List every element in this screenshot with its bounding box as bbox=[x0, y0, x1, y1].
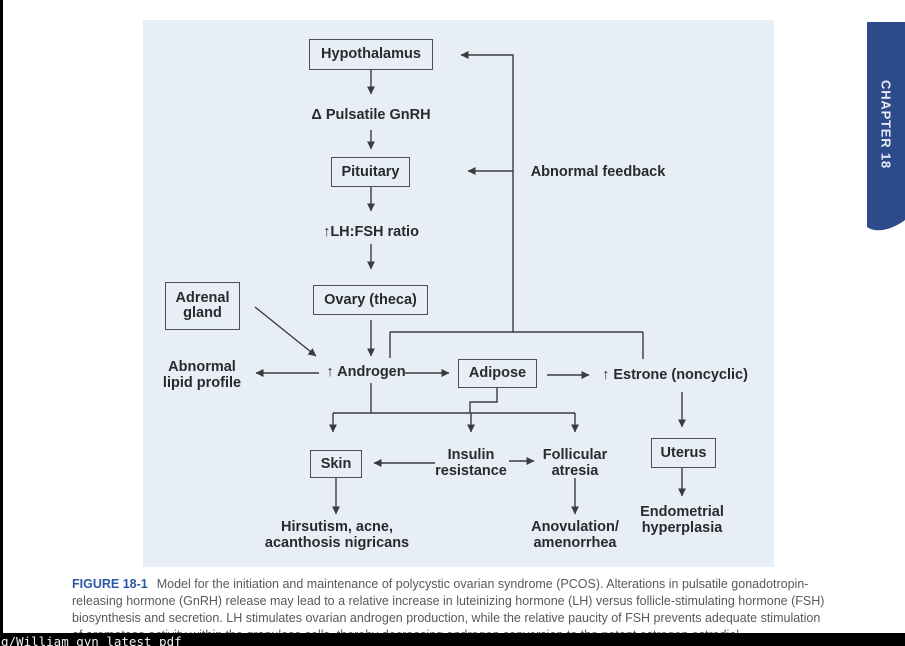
chapter-tab: CHAPTER 18 bbox=[867, 22, 905, 235]
node-skin: Skin bbox=[310, 450, 362, 478]
label-estrone-noncyclic: ↑ Estrone (noncyclic) bbox=[602, 367, 748, 383]
node-ovary-theca: Ovary (theca) bbox=[313, 285, 428, 315]
chapter-tab-ribbon-shape bbox=[867, 22, 905, 231]
status-bar: g/William gyn latest pdf bbox=[0, 633, 905, 646]
node-ovary-theca-label: Ovary (theca) bbox=[324, 291, 417, 308]
flow-arrows-layer bbox=[254, 51, 686, 515]
caption-text-1: Model for the initiation and maintenance… bbox=[156, 577, 809, 591]
label-lh-fsh-ratio: ↑LH:FSH ratio bbox=[323, 224, 419, 240]
chapter-tab-label: CHAPTER 18 bbox=[878, 80, 894, 169]
node-adrenal-gland-label: Adrenal gland bbox=[176, 291, 230, 321]
label-follicular-atresia: Follicular atresia bbox=[542, 447, 608, 479]
insulin-line1: Insulin bbox=[447, 447, 495, 463]
caption-line-3: biosynthesis and secretion. LH stimulate… bbox=[72, 611, 821, 625]
node-adipose-label: Adipose bbox=[468, 365, 527, 381]
figure-caption: FIGURE 18-1 Model for the initiation and … bbox=[72, 576, 844, 633]
endometrial-line1: Endometrial bbox=[640, 504, 724, 520]
node-skin-label: Skin bbox=[320, 455, 352, 472]
adrenal-line2: gland bbox=[183, 305, 222, 321]
label-endometrial-hyperplasia: Endometrial hyperplasia bbox=[640, 504, 724, 536]
figure-number-label: FIGURE 18-1 bbox=[72, 577, 148, 591]
node-hypothalamus: Hypothalamus bbox=[309, 39, 433, 70]
node-uterus-label: Uterus bbox=[660, 444, 707, 461]
caption-line-2: releasing hormone (GnRH) release may lea… bbox=[72, 594, 825, 608]
figure-diagram-panel: Hypothalamus Δ Pulsatile GnRH Pituitary … bbox=[143, 20, 774, 567]
endometrial-line2: hyperplasia bbox=[641, 519, 723, 536]
node-uterus: Uterus bbox=[651, 438, 716, 468]
lipid-line1: Abnormal bbox=[168, 359, 236, 375]
node-hypothalamus-label: Hypothalamus bbox=[321, 46, 421, 62]
label-pulsatile-gnrh: Δ Pulsatile GnRH bbox=[311, 107, 431, 123]
label-insulin-resistance: Insulin resistance bbox=[435, 447, 507, 479]
anovulation-line1: Anovulation/ bbox=[531, 519, 619, 535]
hirsutism-line1: Hirsutism, acne, bbox=[280, 519, 393, 535]
screen-left-edge bbox=[0, 0, 3, 646]
follicular-line2: atresia bbox=[551, 462, 599, 479]
label-anovulation-amenorrhea: Anovulation/ amenorrhea bbox=[531, 519, 619, 551]
label-hirsutism-acne: Hirsutism, acne, acanthosis nigricans bbox=[264, 519, 410, 551]
adrenal-line1: Adrenal bbox=[175, 290, 230, 306]
filename-text: g/William gyn latest pdf bbox=[1, 634, 182, 646]
node-adrenal-gland: Adrenal gland bbox=[165, 282, 240, 330]
lipid-line2: lipid profile bbox=[162, 374, 242, 391]
hirsutism-line2: acanthosis nigricans bbox=[264, 534, 410, 551]
anovulation-line2: amenorrhea bbox=[533, 534, 617, 551]
node-pituitary-label: Pituitary bbox=[341, 163, 400, 180]
node-pituitary: Pituitary bbox=[331, 157, 410, 187]
label-abnormal-feedback: Abnormal feedback bbox=[530, 164, 666, 180]
follicular-line1: Follicular bbox=[542, 447, 608, 463]
insulin-line2: resistance bbox=[435, 462, 507, 479]
node-adipose: Adipose bbox=[458, 359, 537, 388]
caption-line-1: FIGURE 18-1 Model for the initiation and … bbox=[72, 576, 844, 593]
caption-line-4: of aromatase activity within the granulo… bbox=[72, 627, 844, 633]
label-abnormal-lipid-profile: Abnormal lipid profile bbox=[162, 359, 242, 391]
label-androgen: ↑ Androgen bbox=[326, 364, 406, 380]
